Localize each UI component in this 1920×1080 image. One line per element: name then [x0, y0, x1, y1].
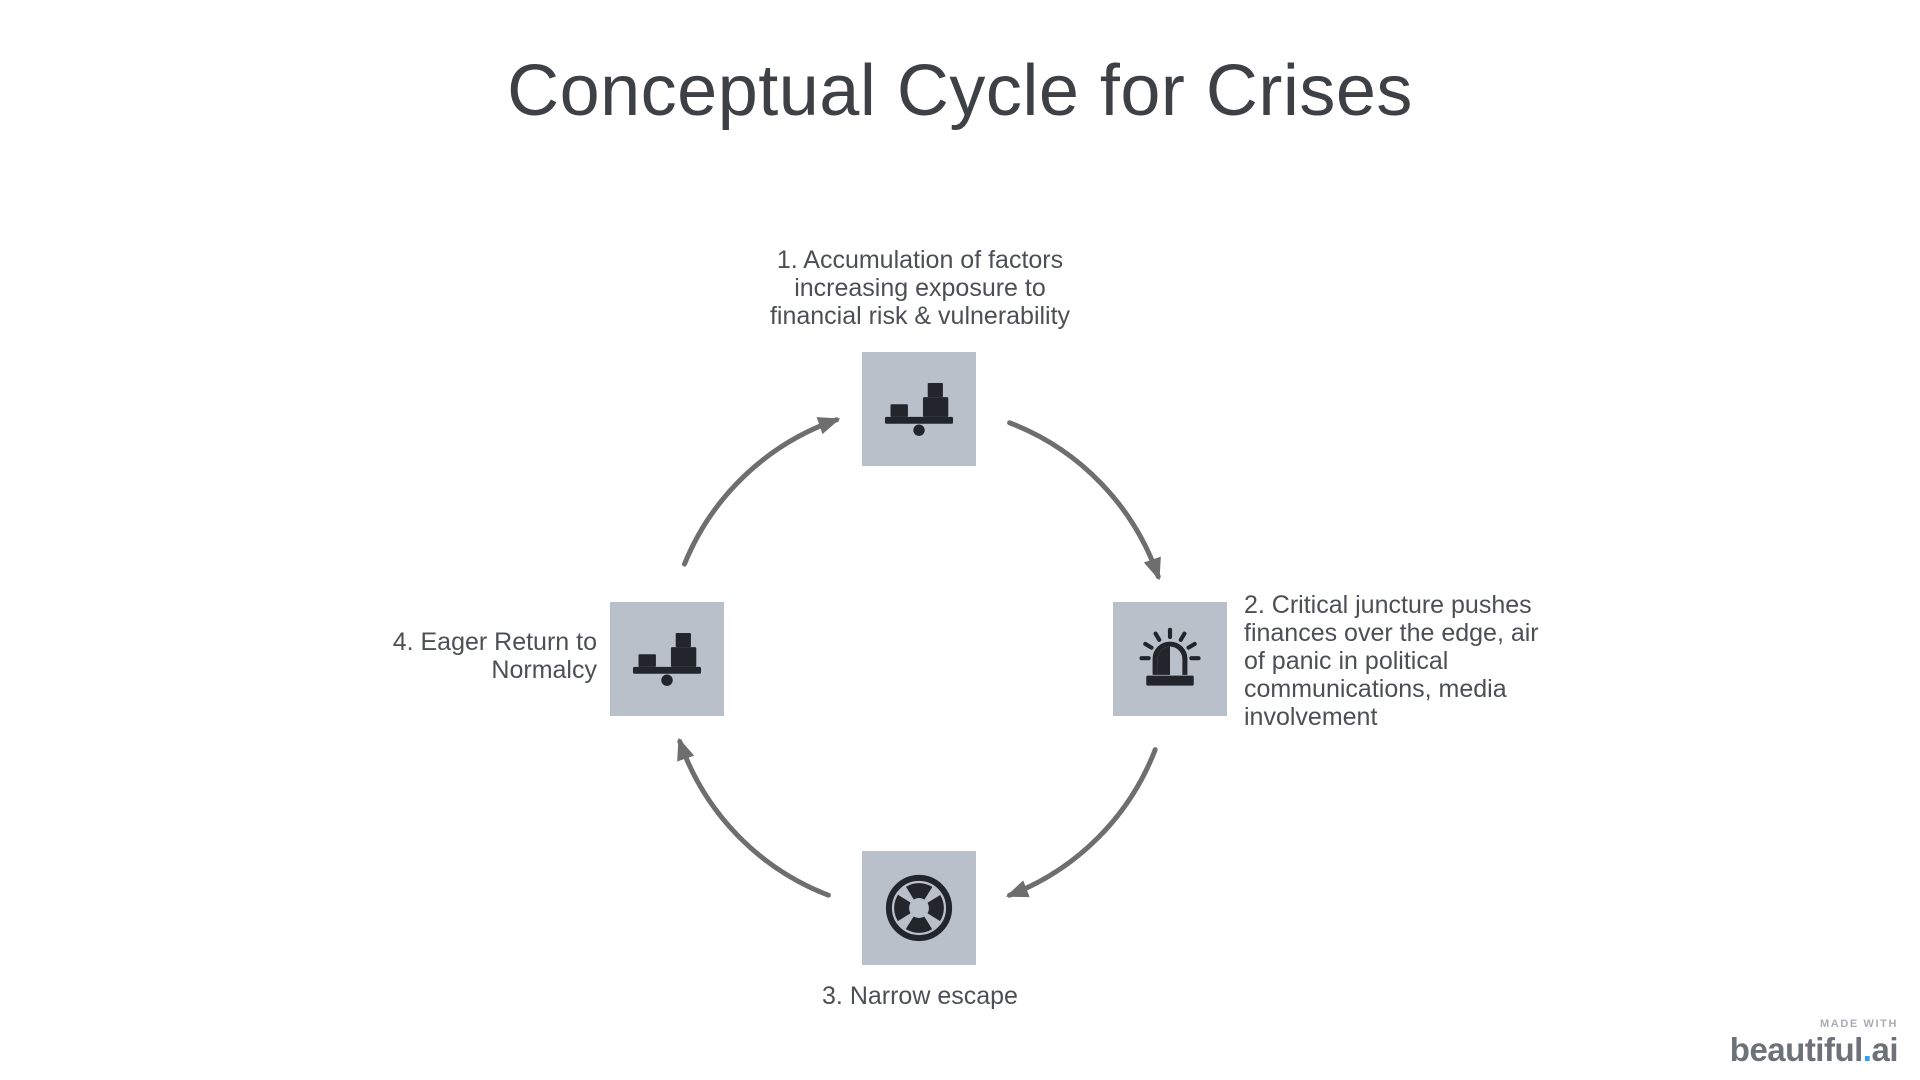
brand-wordmark: beautiful.ai	[1729, 1031, 1899, 1068]
brand-suffix: ai	[1871, 1031, 1898, 1068]
step-1-label: 1. Accumulation of factors increasing ex…	[769, 246, 1071, 330]
cycle-arrow-3-to-4	[677, 737, 831, 898]
lifebuoy-icon	[885, 874, 953, 942]
page-title: Conceptual Cycle for Crises	[507, 51, 1413, 131]
step-1-icon-box	[862, 352, 976, 466]
cycle-arrow-1-to-2	[1007, 420, 1161, 581]
brand-word: beautiful	[1729, 1031, 1864, 1068]
balance-scale-icon	[632, 633, 702, 686]
step-4-icon-box	[610, 602, 724, 716]
step-2-icon-box	[1113, 602, 1227, 716]
siren-icon	[1139, 627, 1201, 686]
balance-scale-icon	[884, 383, 954, 436]
step-3-label: 3. Narrow escape	[822, 982, 1018, 1010]
step-2-label: 2. Critical juncture pushes finances ove…	[1244, 591, 1539, 731]
step-3-icon-box	[862, 851, 976, 965]
cycle-arrow-2-to-3	[1005, 747, 1158, 898]
cycle-arrow-4-to-1	[682, 417, 841, 567]
made-with-label: MADE WITH	[1820, 1018, 1898, 1030]
beautiful-ai-logo[interactable]: MADE WITH beautiful.ai	[1729, 1018, 1899, 1068]
brand-dot: .	[1862, 1031, 1872, 1068]
step-4-label: 4. Eager Return to Normalcy	[392, 628, 597, 684]
